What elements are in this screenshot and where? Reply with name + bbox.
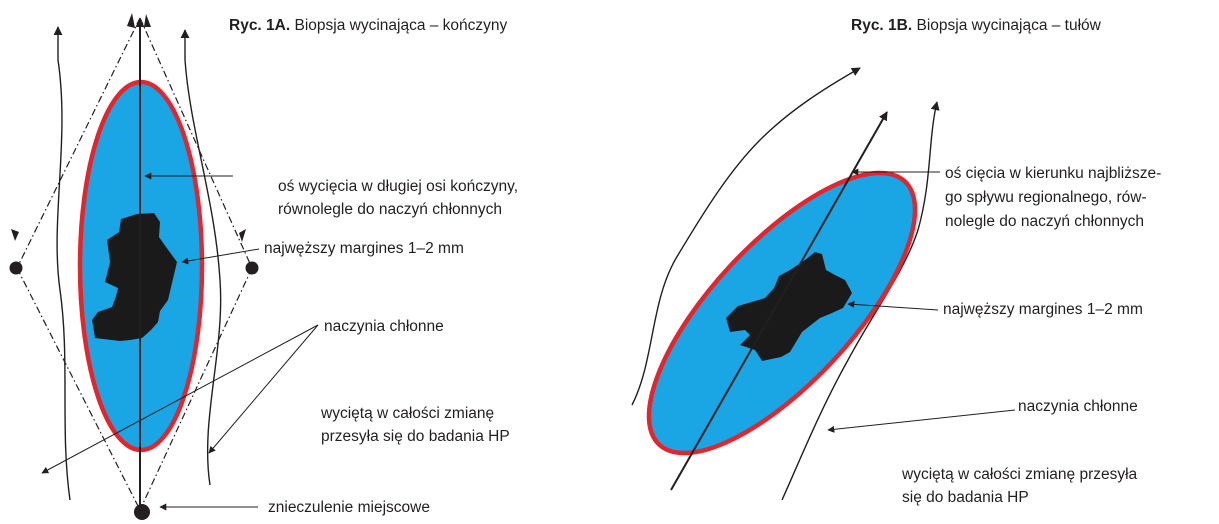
anesthesia-dot [134, 504, 150, 520]
caption-1a-text: Biopsja wycinająca – kończyny [294, 17, 507, 34]
corner-dot-right [246, 262, 259, 275]
label-lymph-1b: naczynia chłonne [1018, 395, 1138, 418]
caption-1b-label: Ryc. 1B. [851, 17, 912, 34]
figure-1b-drawing [608, 68, 1015, 500]
label-axis-1a-line1: oś wycięcia w długiej osi kończyny, [278, 175, 518, 198]
corner-dot-left [10, 262, 23, 275]
label-margin-1b: najwęższy margines 1–2 mm [943, 298, 1143, 321]
lymph-vessel-left [57, 27, 70, 500]
caption-1a-label: Ryc. 1A. [229, 17, 290, 34]
caption-1b: Ryc. 1B. Biopsja wycinająca – tułów [851, 14, 1101, 37]
caption-1b-text: Biopsja wycinająca – tułów [916, 17, 1100, 34]
label-axis-1a-line2: równolegle do naczyń chłonnych [278, 198, 502, 221]
label-specimen-1b-line1: wyciętą w całości zmianę przesyła [902, 463, 1137, 486]
label-axis-1b-line1: oś cięcia w kierunku najbliższe- [945, 162, 1161, 185]
label-axis-1b-line3: nolegle do naczyń chłonnych [945, 210, 1144, 233]
label-axis-1b-line2: go spływu regionalnego, rów- [945, 186, 1147, 209]
figure-1a-drawing [10, 13, 319, 520]
label-specimen-1b-line2: się do badania HP [902, 486, 1029, 509]
label-lymph-1a: naczynia chłonne [324, 315, 444, 338]
label-margin-1a: najwęższy margines 1–2 mm [264, 237, 464, 260]
label-specimen-1a-line2: przesyła się do badania HP [321, 425, 510, 448]
label-anesthesia-1a: znieczulenie miejscowe [268, 496, 430, 519]
label-specimen-1a-line1: wyciętą w całości zmianę [321, 402, 494, 425]
pointer-lymph-1b [828, 410, 1015, 430]
pointer-lymph-1a-right [209, 325, 318, 453]
caption-1a: Ryc. 1A. Biopsja wycinająca – kończyny [229, 14, 507, 37]
